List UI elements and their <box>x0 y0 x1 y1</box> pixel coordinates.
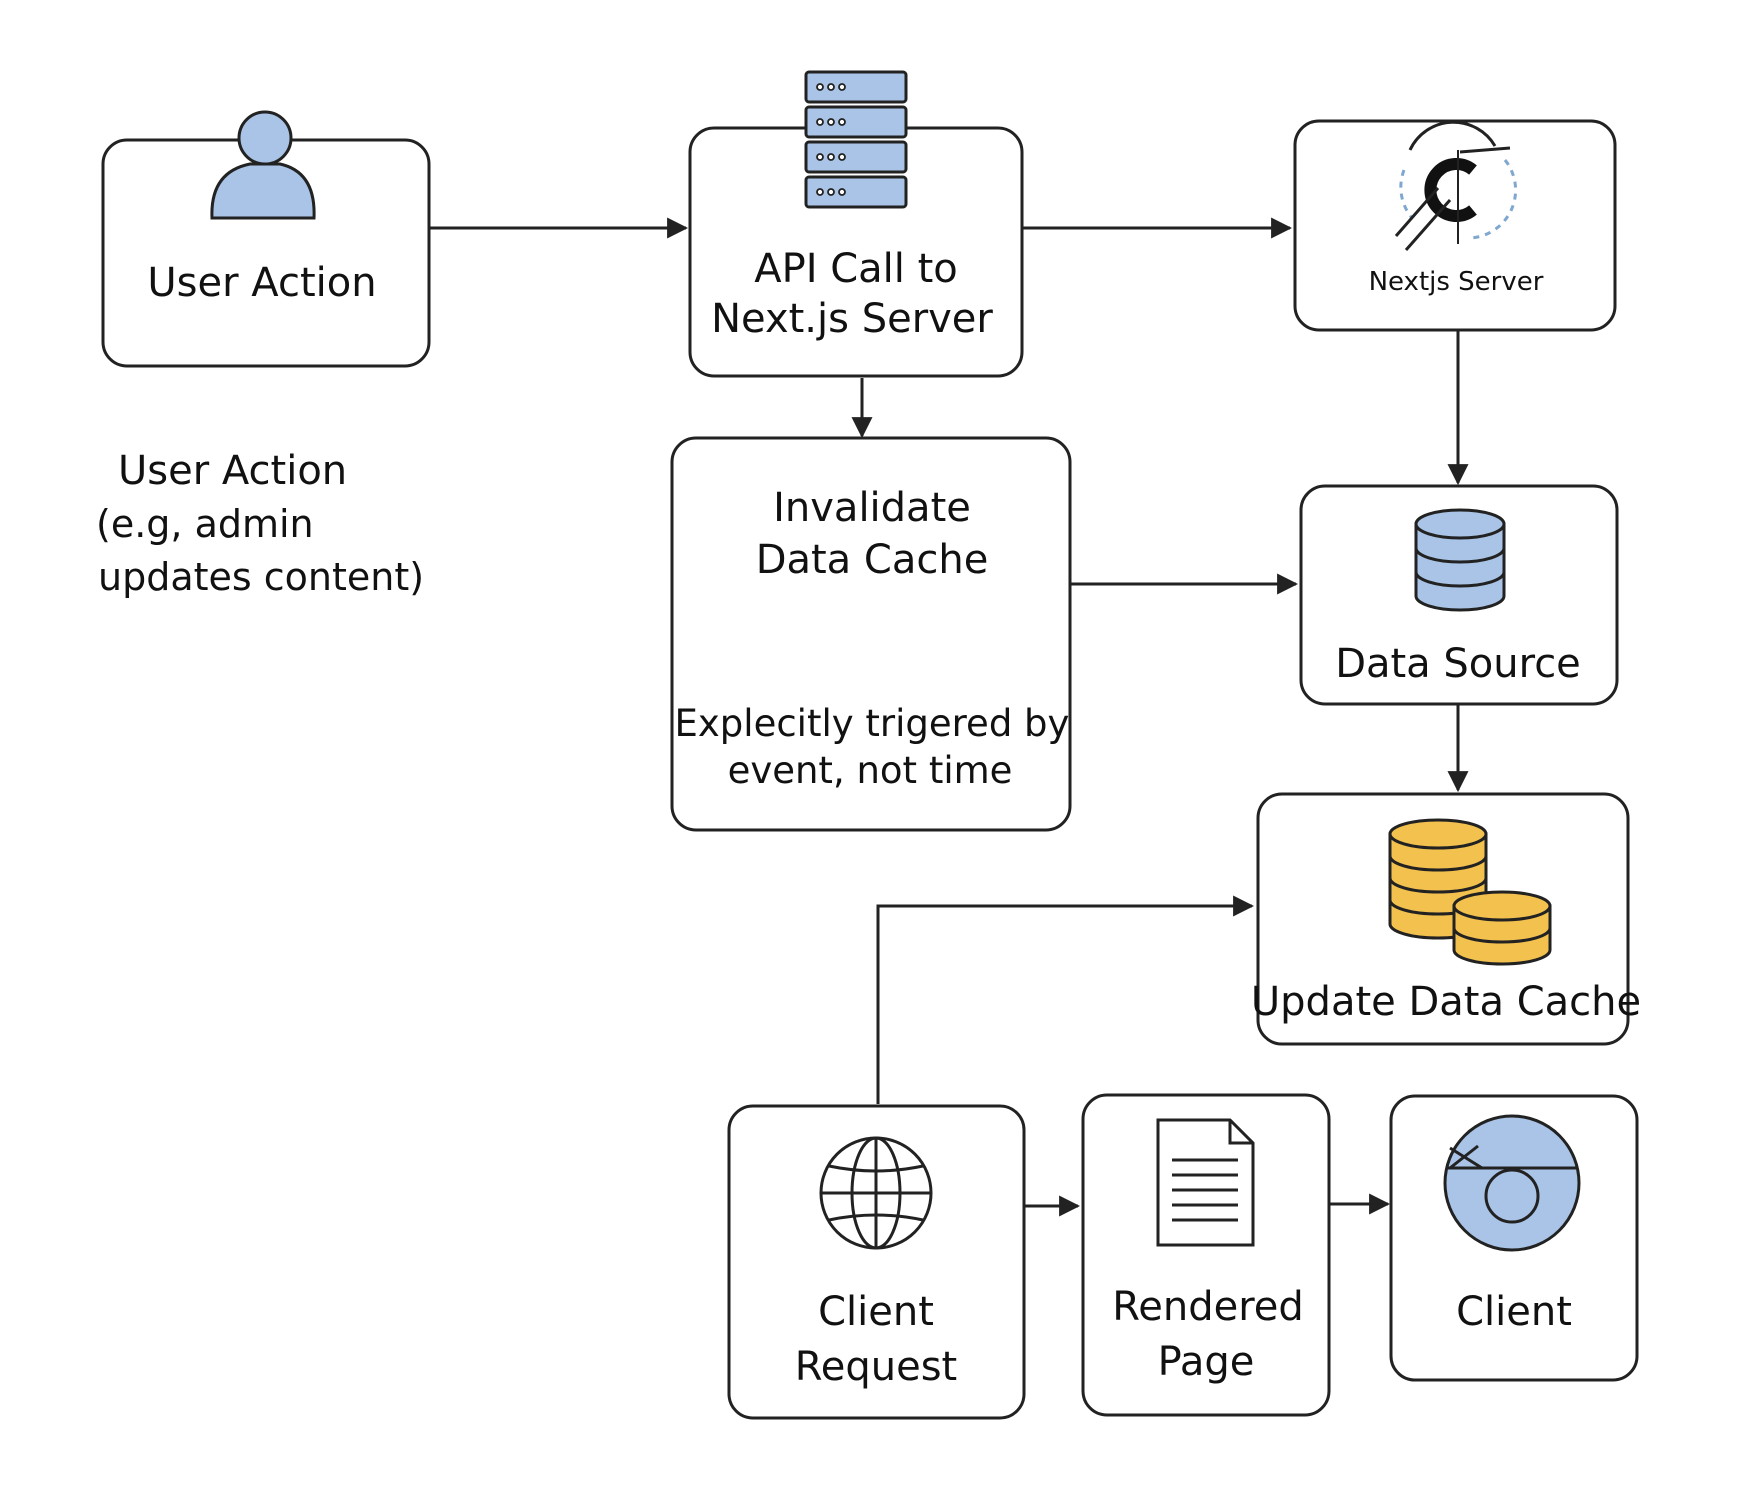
user-icon <box>210 110 316 220</box>
side-note-line-2: updates content) <box>98 555 424 599</box>
document-icon <box>1156 1118 1255 1247</box>
coins-icon <box>1388 818 1552 966</box>
rendered-page-label-line-2: Page <box>1158 1339 1255 1385</box>
client-label: Client <box>1456 1289 1572 1335</box>
globe-icon <box>819 1136 933 1250</box>
side-note-title: User Action <box>118 448 347 494</box>
side-note-line-1: (e.g, admin <box>96 502 314 546</box>
invalidate-note-line-1: Explecitly trigered by <box>675 702 1070 745</box>
node-rendered-page: Rendered Page <box>1081 1093 1331 1417</box>
node-client-request: Client Request <box>727 1104 1026 1420</box>
invalidate-note-line-2: event, not time <box>728 749 1013 792</box>
nextjs-server-label: Nextjs Server <box>1369 267 1544 297</box>
browser-icon <box>1443 1114 1581 1252</box>
rendered-page-label-line-1: Rendered <box>1112 1284 1304 1330</box>
node-nextjs-server: Nextjs Server <box>1293 119 1617 332</box>
node-client: Client <box>1389 1094 1639 1382</box>
node-api-call: API Call to Next.js Server <box>688 70 1024 378</box>
server-rack-icon <box>804 70 908 209</box>
node-invalidate-data-cache: Invalidate Data Cache Explecitly trigere… <box>670 436 1072 832</box>
side-note: User Action (e.g, admin updates content) <box>96 448 424 599</box>
client-request-label-line-2: Request <box>795 1344 957 1390</box>
update-data-cache-label: Update Data Cache <box>1251 979 1641 1025</box>
node-update-data-cache: Update Data Cache <box>1251 792 1641 1046</box>
arrow-request-to-cache <box>876 895 1255 1104</box>
user-action-label: User Action <box>147 260 376 306</box>
client-request-label-line-1: Client <box>818 1289 934 1335</box>
invalidate-label-line-2: Data Cache <box>756 537 989 583</box>
node-data-source: Data Source <box>1299 484 1619 706</box>
node-user-action: User Action <box>101 110 431 368</box>
nextjs-logo-icon <box>1394 120 1518 251</box>
invalidate-label-line-1: Invalidate <box>773 485 971 531</box>
database-icon <box>1414 508 1506 612</box>
data-source-label: Data Source <box>1335 641 1581 687</box>
api-call-label-line-2: Next.js Server <box>711 296 993 342</box>
api-call-label-line-1: API Call to <box>754 246 958 292</box>
